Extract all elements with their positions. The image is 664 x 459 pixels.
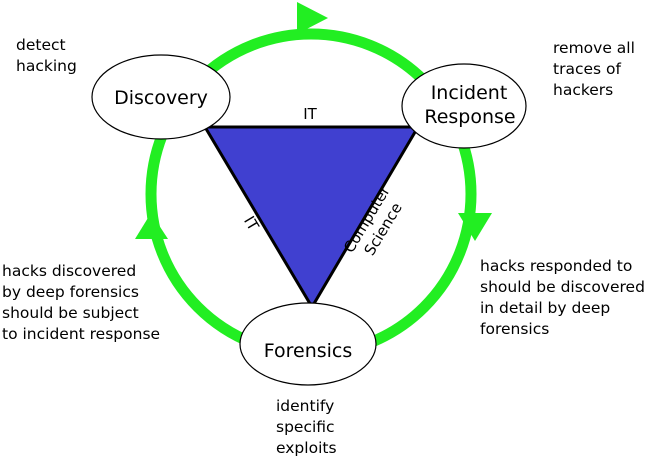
central-triangle bbox=[202, 125, 421, 310]
node-incident-response-label-line1: Incident bbox=[431, 82, 508, 104]
note-forensics-to-discovery: hacks discovered by deep forensics shoul… bbox=[2, 262, 161, 343]
node-discovery-label: Discovery bbox=[114, 87, 208, 109]
edge-label-top: IT bbox=[303, 105, 317, 123]
note-forensics: identify specific exploits bbox=[276, 397, 337, 457]
node-discovery: Discovery bbox=[91, 54, 231, 140]
note-discovery: detect hacking bbox=[16, 36, 77, 75]
arrow-down-icon bbox=[458, 213, 492, 241]
note-incident-response: remove all traces of hackers bbox=[553, 39, 635, 99]
node-incident-response-label-line2: Response bbox=[424, 106, 515, 128]
arrow-up-icon bbox=[135, 213, 168, 239]
node-forensics-label: Forensics bbox=[264, 340, 353, 362]
arrow-right-icon bbox=[297, 2, 328, 34]
node-forensics: Forensics bbox=[239, 302, 377, 386]
note-incident-to-forensics: hacks responded to should be discovered … bbox=[480, 257, 645, 338]
node-incident-response: Incident Response bbox=[401, 63, 527, 149]
